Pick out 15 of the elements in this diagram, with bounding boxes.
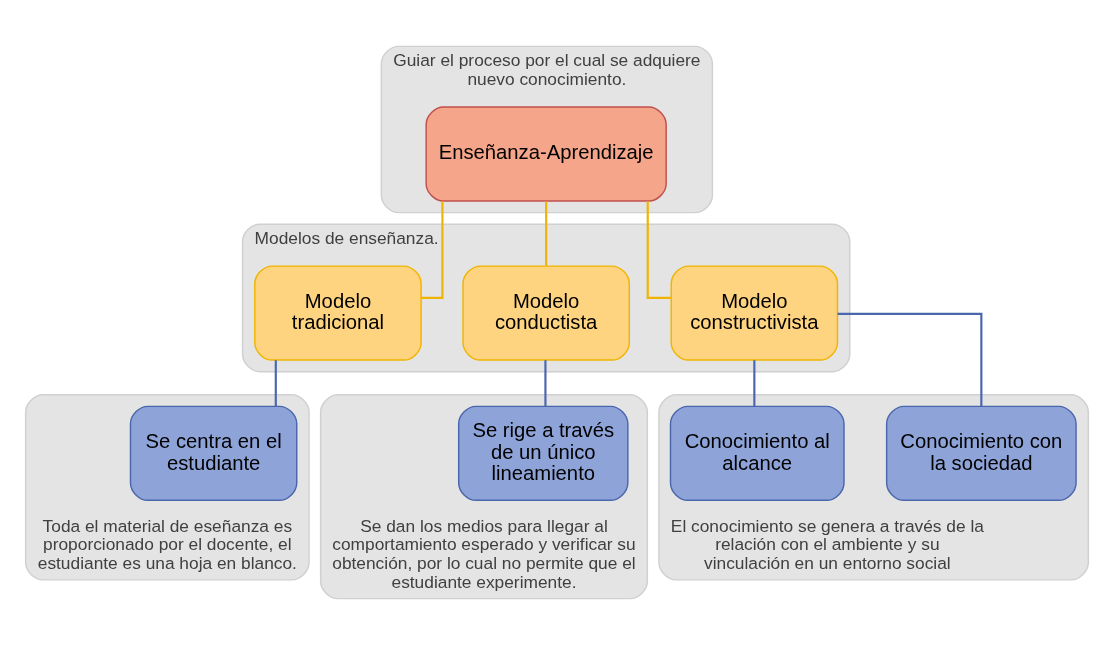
- node-box: Enseñanza-Aprendizaje: [425, 106, 667, 202]
- connector: [545, 201, 548, 266]
- connector: [646, 201, 671, 299]
- node-box: Modelo constructivista: [670, 265, 839, 361]
- connector: [421, 201, 444, 299]
- connector: [753, 360, 756, 407]
- node-box: Modelo tradicional: [254, 265, 422, 361]
- connector: [837, 312, 983, 407]
- connector: [274, 360, 277, 407]
- node-box: Modelo conductista: [462, 265, 630, 361]
- node-box: Conocimiento al alcance: [669, 405, 845, 502]
- node-box: Se rige a través de un único lineamiento: [457, 405, 629, 502]
- connector: [544, 360, 547, 407]
- node-box: Se centra en el estudiante: [129, 405, 298, 502]
- node-box: Conocimiento con la sociedad: [885, 405, 1077, 502]
